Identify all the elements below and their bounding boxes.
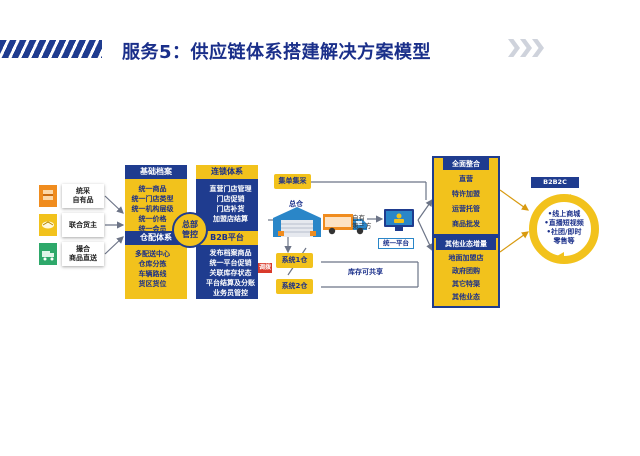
integration-item: 特许加盟 (452, 190, 480, 198)
hub-label: 总部 管控 (182, 220, 198, 239)
warehouse-item: 仓库分拣 (138, 260, 167, 268)
integration-item: 直营 (459, 175, 473, 183)
b2b-item: 业务员管控 (213, 289, 248, 297)
b2b-item: 关联库存状态 (209, 269, 252, 277)
page-title: 服务5：供应链体系搭建解决方案模型 (122, 42, 432, 63)
other-biz-item: 其他业态 (452, 293, 480, 301)
monitor-icon (384, 209, 414, 231)
chain-item: 直营门店管理 (209, 185, 252, 193)
b2b2c-header: B2B2C (531, 177, 579, 188)
b2b-item: 平台结算及分账 (206, 279, 255, 287)
integration-header: 全面整合 (443, 158, 489, 170)
b2b-item: 发布档案商品 (209, 249, 252, 257)
title-stripe (0, 40, 102, 58)
box-icon (38, 184, 58, 208)
chain-item: 加盟店结算 (213, 215, 248, 223)
warehouse-item: 货区货位 (138, 280, 167, 288)
archive-item: 统一价格 (138, 215, 167, 223)
platform-pill: 统一平台 (378, 238, 414, 249)
inventory-share-label: 库存可共享 (348, 268, 383, 276)
archive-list: 统一商品 统一门店类型 统一机构层级 统一价格 统一会员 (125, 184, 180, 234)
system2-warehouse-pill: 系统2仓 (276, 279, 313, 294)
b2b2c-line: 零售等 (553, 237, 575, 245)
truck-icon (38, 242, 58, 266)
other-biz-item: 地面加盟店 (448, 254, 484, 262)
handshake-icon (38, 213, 58, 237)
cycle-ring-icon (529, 194, 599, 264)
delivery-truck-icon (323, 214, 367, 235)
system1-warehouse-pill: 系统1仓 (276, 253, 313, 268)
other-biz-header: 其他业态增量 (436, 238, 496, 250)
b2b2c-line: •直播短视频 (544, 219, 584, 227)
archive-item: 统一会员 (138, 225, 167, 233)
hub-circle: 总部 管控 (172, 212, 208, 248)
source-box-self: 统采 自有品 (62, 184, 104, 208)
chain-item: 门店补货 (216, 205, 245, 213)
b2b-header: B2B平台 (196, 231, 258, 245)
hq-warehouse-label: 总仓 (289, 200, 303, 208)
warehouse-item: 多配送中心 (135, 250, 170, 258)
b2b-item: 统一平台促销 (209, 259, 252, 267)
delivery-label: 自有 第三方 (352, 214, 372, 230)
warehouse-box-list: 多配送中心 仓库分拣 车辆路线 货区货位 (125, 249, 180, 289)
archive-header: 基础档案 (125, 165, 187, 179)
source-box-joint: 联合货主 (62, 213, 104, 237)
chain-list: 直营门店管理 门店促销 门店补货 加盟店结算 (203, 184, 258, 224)
chain-header: 连锁体系 (196, 165, 258, 179)
warehouse-icon (273, 207, 321, 237)
transfer-tag: 调拨 (258, 263, 272, 273)
warehouse-item: 车辆路线 (138, 270, 167, 278)
other-biz-item: 政府团购 (452, 267, 480, 275)
other-biz-item: 其它特渠 (452, 280, 480, 288)
b2b2c-line: •线上商城 (547, 210, 581, 218)
source-box-direct: 撮合 商品直送 (62, 242, 104, 266)
integration-item: 商品批发 (452, 220, 480, 228)
b2b2c-list: •线上商城 •直播短视频 •社团/即时 零售等 (532, 210, 596, 246)
warehouse-box-header: 仓配体系 (125, 231, 187, 245)
integration-item: 运营托管 (452, 205, 480, 213)
archive-item: 统一机构层级 (131, 205, 174, 213)
b2b2c-line: •社团/即时 (546, 228, 582, 236)
b2b-list: 发布档案商品 统一平台促销 关联库存状态 平台结算及分账 业务员管控 (203, 248, 258, 298)
archive-item: 统一门店类型 (131, 195, 174, 203)
consolidate-pill: 集单集采 (274, 174, 311, 189)
chain-item: 门店促销 (216, 195, 245, 203)
archive-item: 统一商品 (138, 185, 167, 193)
